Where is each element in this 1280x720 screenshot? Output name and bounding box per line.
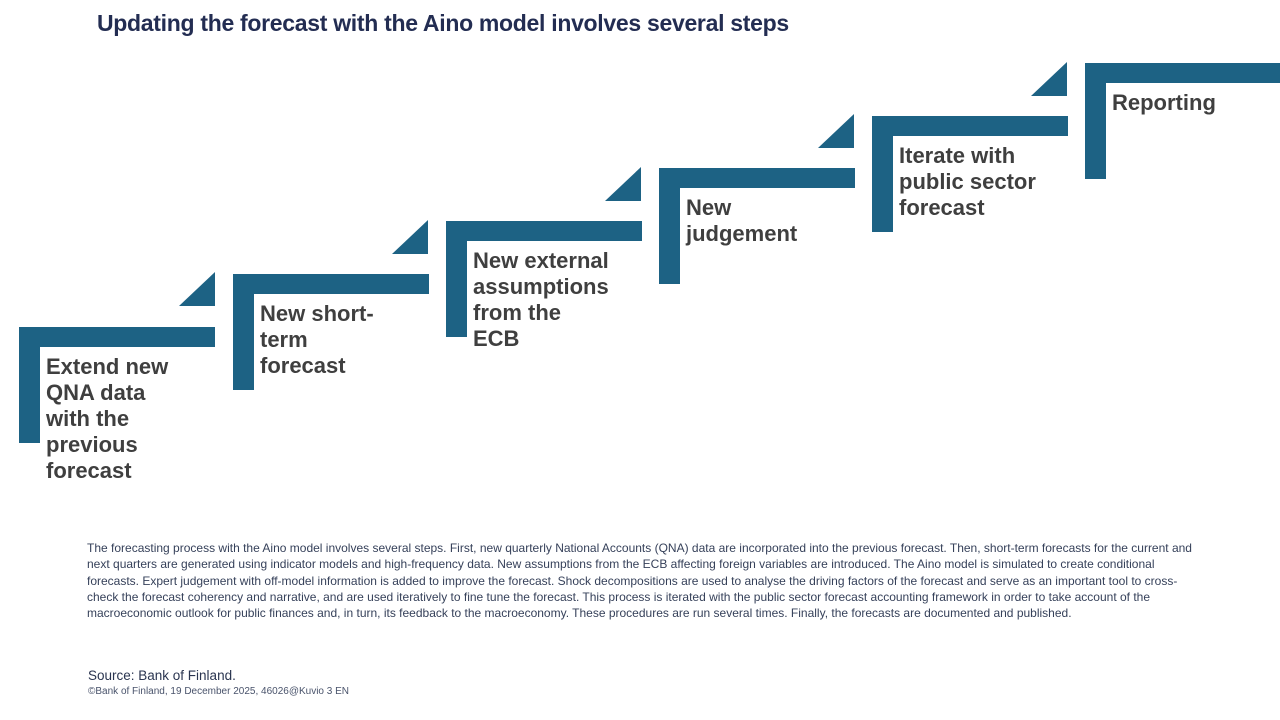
step-label: New external assumptions from the ECB	[473, 248, 609, 351]
step-bracket-vertical	[1085, 63, 1106, 179]
step-label: Iterate with public sector forecast	[899, 143, 1036, 220]
copyright-line: ©Bank of Finland, 19 December 2025, 4602…	[88, 686, 350, 697]
step-bracket-horizontal	[233, 274, 429, 294]
step-bracket-horizontal	[19, 327, 215, 347]
description-paragraph: The forecasting process with the Aino mo…	[87, 541, 1192, 621]
step-bracket-horizontal	[1085, 63, 1280, 83]
step-bracket-horizontal	[446, 221, 642, 241]
step-label: New judgement	[686, 195, 798, 246]
step-bracket-vertical	[659, 168, 680, 284]
step-bracket-vertical	[233, 274, 254, 390]
step-label: New short- term forecast	[260, 301, 374, 378]
up-arrow-icon	[818, 114, 854, 148]
step-bracket-horizontal	[659, 168, 855, 188]
step-label: Reporting	[1112, 90, 1216, 115]
step-bracket-horizontal	[872, 116, 1068, 136]
up-arrow-icon	[1031, 62, 1067, 96]
up-arrow-icon	[179, 272, 215, 306]
up-arrow-icon	[392, 220, 428, 254]
page-title: Updating the forecast with the Aino mode…	[97, 10, 789, 36]
step-bracket-vertical	[872, 116, 893, 232]
step-bracket-vertical	[446, 221, 467, 337]
step-label: Extend new QNA data with the previous fo…	[46, 354, 169, 483]
source-line: Source: Bank of Finland.	[88, 668, 236, 683]
up-arrow-icon	[605, 167, 641, 201]
step-bracket-vertical	[19, 327, 40, 443]
